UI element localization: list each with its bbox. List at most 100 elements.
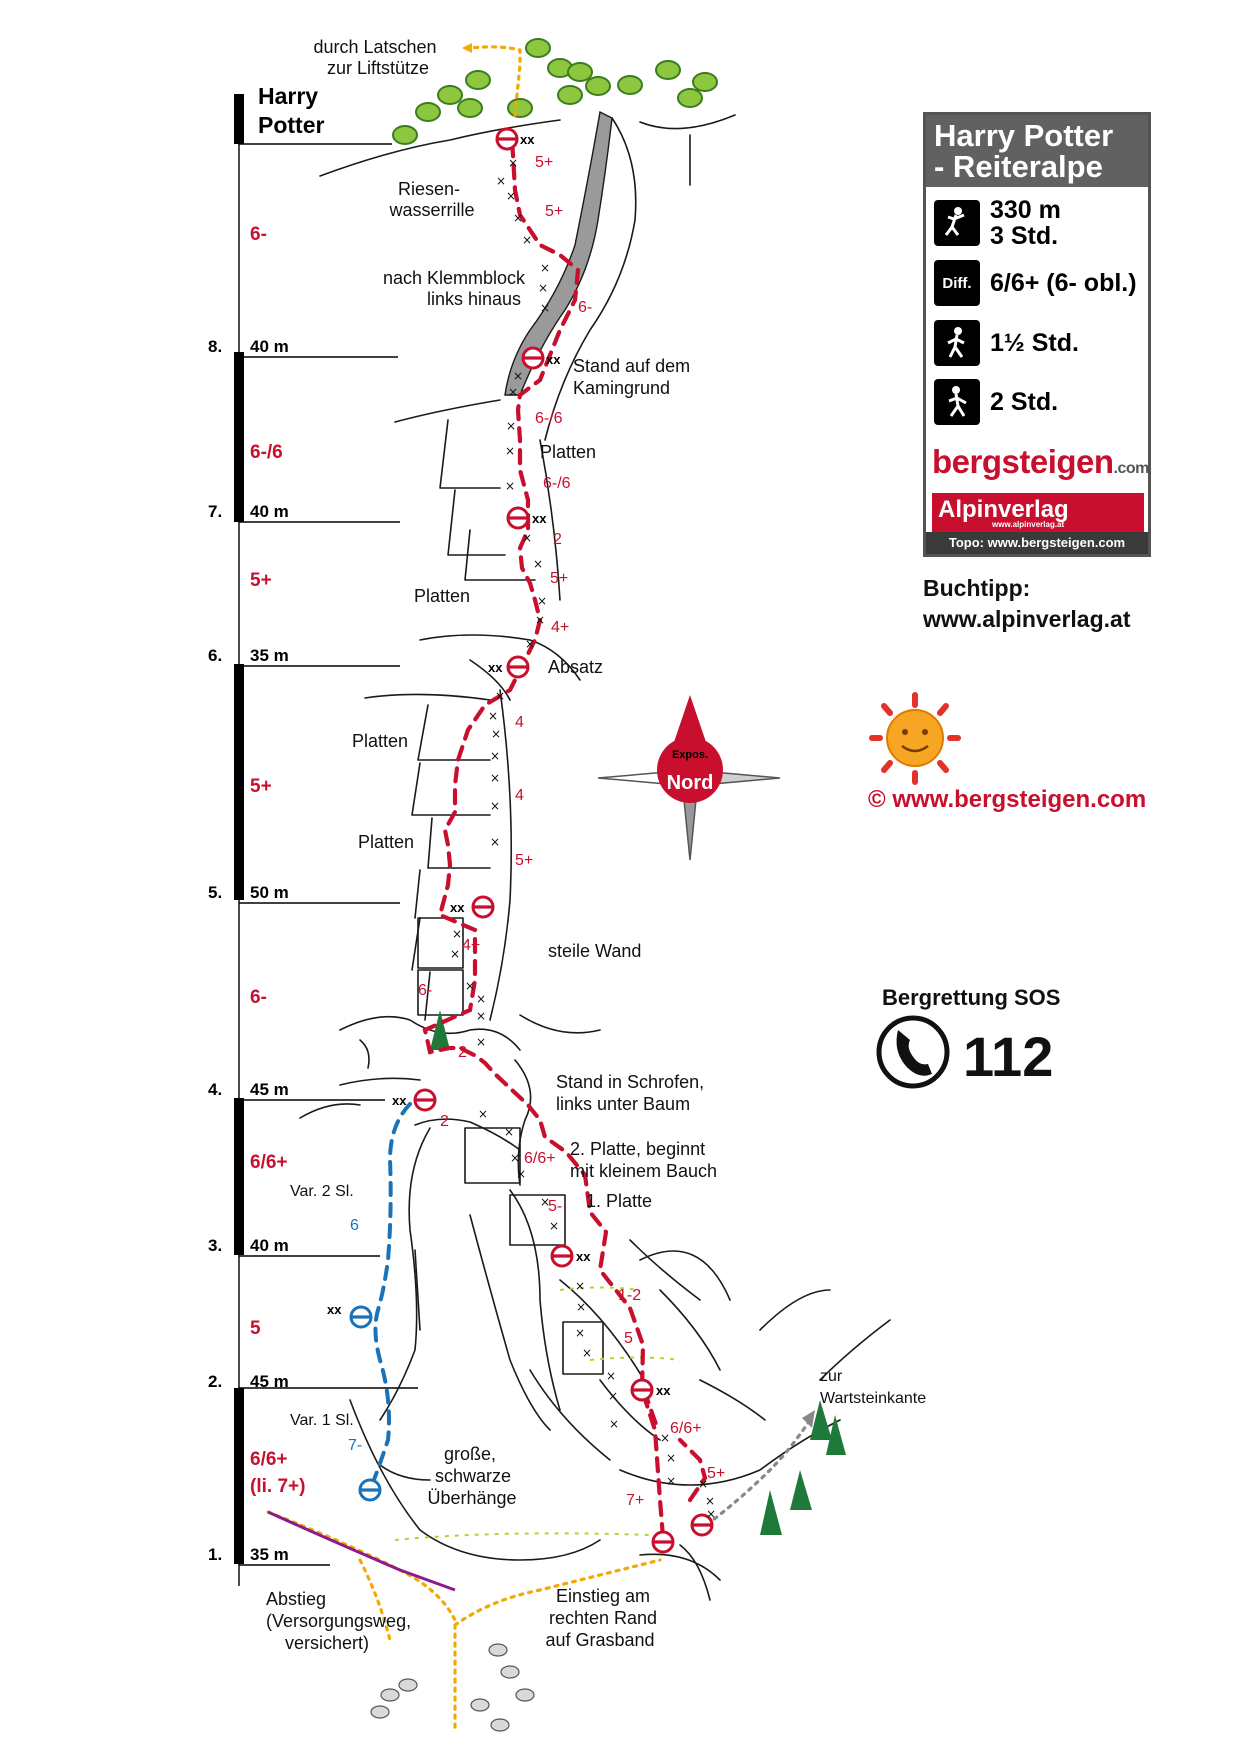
annotation: rechten Rand bbox=[549, 1608, 657, 1628]
tree-icon bbox=[430, 1010, 846, 1535]
svg-text:×: × bbox=[508, 156, 518, 170]
svg-text:×: × bbox=[478, 1107, 488, 1121]
bolt-marks: × × × × × × × × × × × × × × × × × × × × × × × × × × ×… bbox=[450, 156, 716, 1521]
pitch-number: 4. bbox=[208, 1080, 222, 1099]
belay-mark: xx bbox=[392, 1093, 407, 1108]
bergsteigen-logo: bergsteigen.com bbox=[932, 443, 1149, 481]
pitch-length: 40 m bbox=[250, 337, 289, 356]
svg-text:×: × bbox=[549, 1219, 559, 1233]
svg-text:×: × bbox=[490, 749, 500, 763]
route-grade: 1-2 bbox=[618, 1287, 641, 1304]
route-grade: 2 bbox=[553, 531, 562, 548]
alpinverlag-logo: Alpinverlag www.alpinverlag.at bbox=[932, 493, 1144, 533]
annotation: Überhänge bbox=[427, 1488, 516, 1508]
svg-text:×: × bbox=[666, 1474, 676, 1488]
book-tip-link[interactable]: www.alpinverlag.at bbox=[923, 606, 1131, 632]
belay-mark: xx bbox=[520, 132, 535, 147]
scale-segment bbox=[234, 1098, 244, 1255]
annotation: mit kleinem Bauch bbox=[570, 1161, 717, 1181]
pitch-grade: 6-/6 bbox=[250, 442, 283, 463]
annotation: steile Wand bbox=[548, 941, 641, 961]
pitch-length: 50 m bbox=[250, 883, 289, 902]
svg-text:×: × bbox=[513, 211, 523, 225]
route-grade: 5+ bbox=[707, 1465, 725, 1482]
pitch-number: 5. bbox=[208, 883, 222, 902]
annotation: durch Latschen bbox=[313, 37, 436, 57]
belay-station bbox=[690, 1513, 714, 1537]
pitch-grade: (li. 7+) bbox=[250, 1476, 305, 1497]
svg-text:×: × bbox=[505, 444, 515, 458]
svg-text:×: × bbox=[508, 385, 518, 399]
svg-text:×: × bbox=[490, 799, 500, 813]
belay-mark: xx bbox=[576, 1249, 591, 1264]
info-time: 3 Std. bbox=[990, 222, 1059, 250]
svg-text:×: × bbox=[510, 1151, 520, 1165]
topo-credit: Topo: www.bergsteigen.com bbox=[926, 532, 1148, 554]
svg-text:×: × bbox=[706, 1507, 716, 1521]
svg-text:×: × bbox=[506, 189, 516, 203]
svg-text:×: × bbox=[506, 419, 516, 433]
route-grade: 6/6+ bbox=[524, 1150, 556, 1167]
svg-text:×: × bbox=[504, 1125, 514, 1139]
svg-text:×: × bbox=[490, 835, 500, 849]
annotation: Platten bbox=[358, 832, 414, 852]
route-grade: 6- bbox=[578, 299, 592, 316]
annotation: schwarze bbox=[435, 1466, 511, 1486]
route-grade: 4+ bbox=[462, 937, 480, 954]
dwarf-pine-vegetation bbox=[370, 38, 846, 1732]
top-exit-path bbox=[468, 45, 522, 117]
slab bbox=[417, 917, 464, 969]
annotation: links hinaus bbox=[427, 289, 521, 309]
annotation: zur Liftstütze bbox=[327, 58, 429, 78]
svg-text:×: × bbox=[452, 927, 462, 941]
annotation: zur bbox=[820, 1368, 843, 1385]
sun-icon bbox=[869, 692, 961, 785]
annotation: Kamingrund bbox=[573, 378, 670, 398]
paths bbox=[266, 43, 815, 1732]
svg-text:×: × bbox=[606, 1369, 616, 1383]
pitch-number: 7. bbox=[208, 502, 222, 521]
annotation: Stand auf dem bbox=[573, 356, 690, 376]
belay-station bbox=[506, 506, 530, 530]
pitch-number: 6. bbox=[208, 646, 222, 665]
svg-text:×: × bbox=[476, 1009, 486, 1023]
book-tip: Buchtipp: www.alpinverlag.at bbox=[923, 573, 1130, 635]
svg-text:×: × bbox=[609, 1417, 619, 1431]
compass-icon: Expos. Nord bbox=[597, 695, 781, 861]
svg-text:×: × bbox=[666, 1451, 676, 1465]
svg-text:×: × bbox=[575, 1326, 585, 1340]
belay-mark: xx bbox=[327, 1302, 342, 1317]
variant-grade: 7- bbox=[348, 1437, 362, 1454]
exit-to-wartsteinkante bbox=[698, 1418, 812, 1532]
svg-text:×: × bbox=[476, 1035, 486, 1049]
sos-number: 112 bbox=[963, 1025, 1054, 1088]
route-grade: 5- bbox=[548, 1198, 562, 1215]
svg-text:×: × bbox=[476, 992, 486, 1006]
svg-text:×: × bbox=[495, 689, 505, 703]
info-title: Harry Potter - Reiteralpe bbox=[926, 115, 1148, 187]
variant-belay bbox=[358, 1478, 382, 1502]
scale-segment bbox=[234, 94, 244, 144]
route-line bbox=[422, 137, 666, 1540]
annotation: 1. Platte bbox=[586, 1191, 652, 1211]
belay-mark: xx bbox=[532, 511, 547, 526]
info-title-line: Harry Potter bbox=[934, 118, 1114, 153]
route-grade: 4+ bbox=[551, 619, 569, 636]
svg-text:×: × bbox=[537, 594, 547, 608]
brand-name: bergsteigen bbox=[932, 443, 1114, 480]
grass-band bbox=[394, 1286, 681, 1541]
svg-text:×: × bbox=[522, 531, 532, 545]
slab bbox=[562, 1321, 604, 1375]
pitch-number: 2. bbox=[208, 1372, 222, 1391]
annotation: versichert) bbox=[285, 1633, 369, 1653]
svg-text:×: × bbox=[513, 369, 523, 383]
svg-text:×: × bbox=[450, 947, 460, 961]
pitch-grade: 5+ bbox=[250, 776, 272, 797]
pitch-grade: 5+ bbox=[250, 570, 272, 591]
belay-station bbox=[506, 655, 530, 679]
pitch-scale: 8. 40 m 7. 40 m 6. 35 m 5. 50 m 4. 45 m … bbox=[208, 83, 418, 1586]
scale-segment bbox=[234, 1388, 244, 1564]
info-approach-row: 1½ Std. bbox=[934, 320, 1079, 366]
phone-icon bbox=[876, 1015, 950, 1089]
svg-text:×: × bbox=[538, 281, 548, 295]
